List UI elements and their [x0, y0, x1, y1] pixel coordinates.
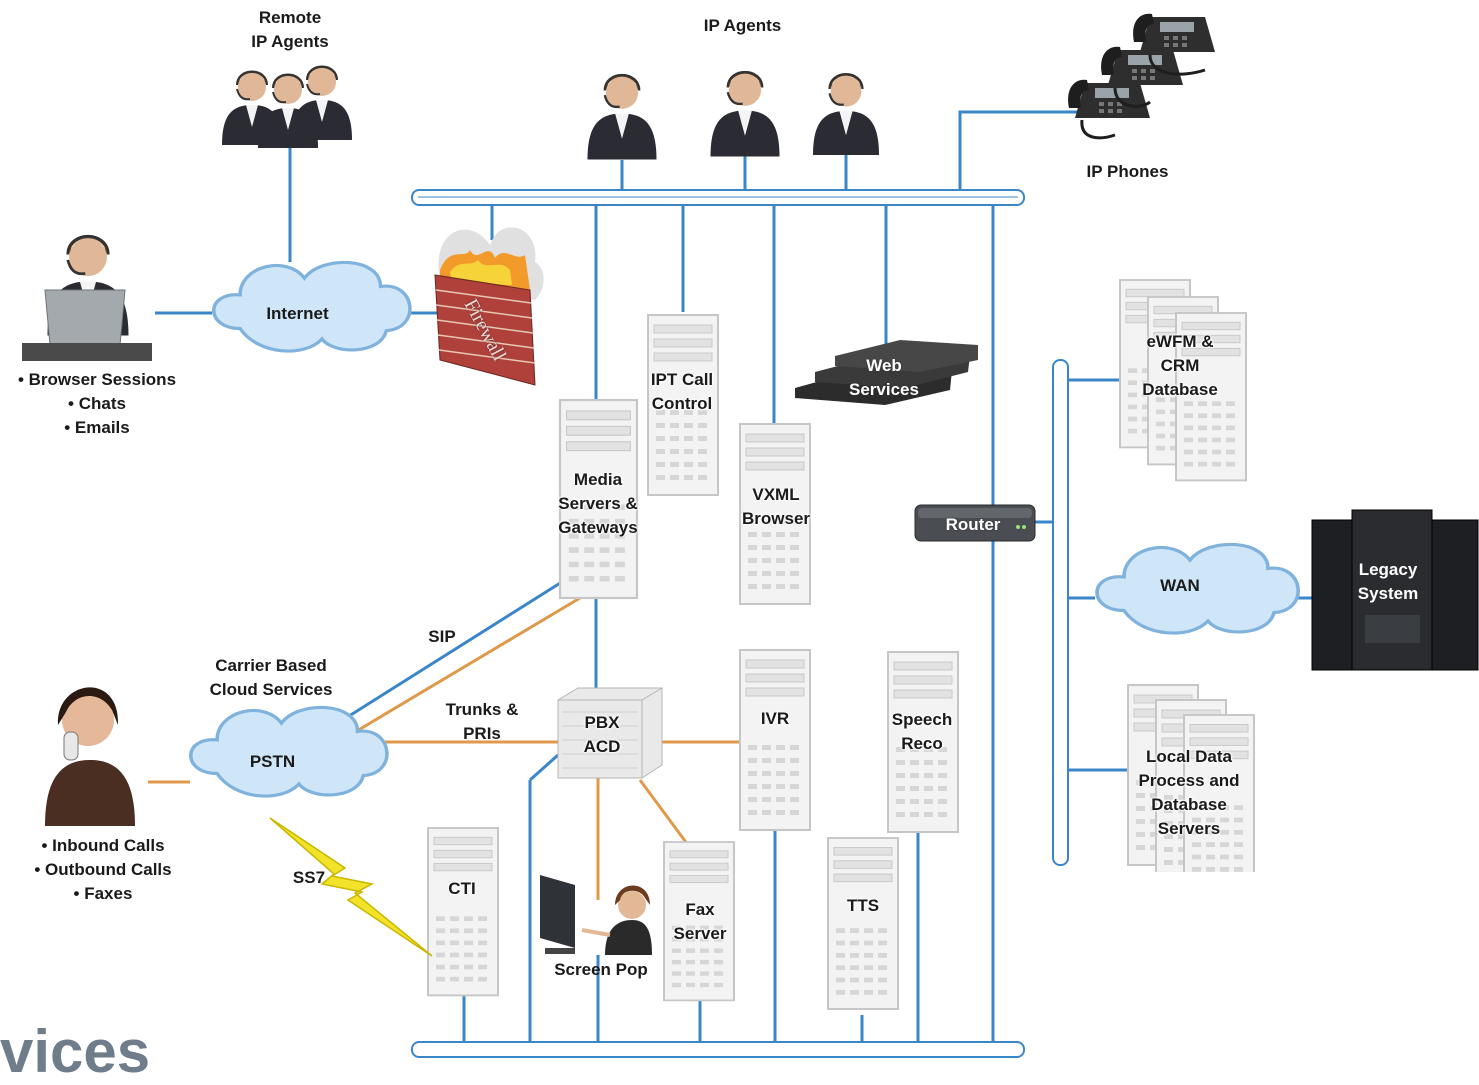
ipt-call-control-label: IPT Call Control: [650, 370, 714, 413]
tts-label: TTS: [846, 896, 880, 915]
blank-panel: [1112, 872, 1370, 914]
cti-label: CTI: [448, 879, 476, 898]
ss7-label: SS7: [292, 868, 326, 887]
remote-agents-photo: [221, 55, 353, 149]
ip-agent-photo-2: [709, 70, 781, 158]
remote-ip-agents-label: Remote IP Agents: [251, 8, 329, 51]
pstn-label: PSTN: [249, 752, 296, 771]
server-cti: [427, 827, 499, 997]
pbx-acd-appliance: [557, 687, 663, 779]
network-lines: [155, 110, 1315, 1045]
trunk-lines: [138, 593, 740, 900]
server-ivr: [739, 649, 811, 831]
screen-pop-photo: [540, 875, 652, 955]
web-services-appliance: [795, 340, 978, 405]
browser-list-item: • Browser Sessions: [17, 370, 177, 389]
ip-agents-label: IP Agents: [703, 16, 782, 35]
watermark-text: vices: [0, 1018, 151, 1085]
ewfm-crm-database-label: eWFM & CRM Database: [1142, 332, 1218, 399]
pbx-acd-label: PBX ACD: [583, 713, 621, 756]
ivr-label: IVR: [760, 709, 790, 728]
fax-server-label: Fax Server: [673, 900, 727, 943]
bottom-network-bus: [411, 1041, 1025, 1058]
router-label: Router: [945, 515, 1001, 534]
calls-list: • Inbound Calls • Outbound Calls • Faxes: [8, 834, 198, 906]
screen-pop-label: Screen Pop: [554, 960, 648, 979]
calls-list-item: • Faxes: [73, 884, 133, 903]
ip-phones-label: IP Phones: [1086, 162, 1169, 181]
laptop-user-photo: [22, 234, 152, 361]
legacy-system-image: [1311, 509, 1479, 671]
local-data-label: Local Data Process and Database Servers: [1138, 747, 1240, 838]
server-tts: [827, 837, 899, 1010]
vxml-browser-label: VXML Browser: [741, 485, 811, 528]
carrier-cloud-label: Carrier Based Cloud Services: [209, 656, 333, 699]
firewall-image: [434, 227, 544, 386]
router-image: [914, 504, 1036, 542]
calls-list-item: • Inbound Calls: [41, 836, 165, 855]
speech-reco-label: Speech Reco: [891, 710, 953, 753]
contact-center-diagram: [22, 13, 1479, 1058]
calls-list-item: • Outbound Calls: [34, 860, 172, 879]
media-servers-label: Media Servers & Gateways: [558, 470, 638, 537]
legacy-system-label: Legacy System: [1357, 560, 1419, 603]
ip-phones-image: [1068, 13, 1215, 140]
right-network-bus: [1052, 359, 1069, 866]
caller-photo: [38, 676, 148, 826]
ss7-lightning: [269, 817, 433, 957]
top-network-bus: [411, 189, 1025, 206]
browser-list: • Browser Sessions • Chats • Emails: [2, 368, 192, 440]
ip-agent-photo-3: [811, 73, 881, 157]
sip-label: SIP: [428, 627, 456, 646]
trunks-pris-label: Trunks & PRIs: [445, 700, 519, 743]
ip-agent-photo-1: [586, 73, 658, 161]
internet-label: Internet: [266, 304, 329, 323]
wan-label: WAN: [1160, 576, 1200, 595]
web-services-label: Web Services: [849, 356, 919, 399]
browser-list-item: • Emails: [64, 418, 130, 437]
browser-list-item: • Chats: [68, 394, 126, 413]
